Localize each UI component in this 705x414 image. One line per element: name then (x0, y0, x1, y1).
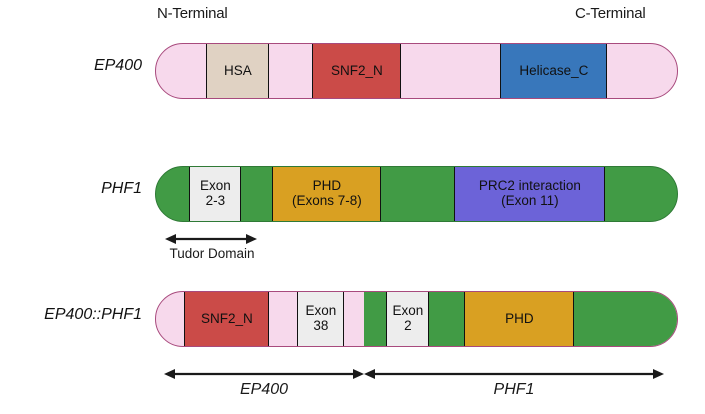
exon-2-block-label: Exon (392, 303, 424, 319)
phf1-span-label: PHF1 (493, 381, 535, 398)
protein-label-fusion: EP400::PHF1 (44, 306, 142, 323)
tudor-domain-arrow (165, 234, 257, 244)
protein-label-phf1: PHF1 (101, 180, 142, 197)
snf2n-block-label: SNF2_N (201, 310, 253, 326)
ep400-span-label: EP400 (239, 381, 289, 398)
exon-2-block[interactable]: Exon 2 (386, 292, 430, 346)
prc2-block[interactable]: PRC2 interaction (Exon 11) (454, 167, 606, 221)
exon-38-block[interactable]: Exon 38 (297, 292, 345, 346)
hsa-block-label: HSA (224, 62, 252, 78)
helicase-c-block[interactable]: Helicase_C (500, 44, 608, 98)
exon-2-3-block-label: Exon (200, 178, 231, 194)
prc2-block-label2: (Exon 11) (501, 193, 559, 209)
tudor-domain-label: Tudor Domain (169, 246, 255, 261)
ep400-span-arrow (164, 369, 364, 379)
phd-block[interactable]: PHD (Exons 7-8) (272, 167, 382, 221)
exon-2-3-block[interactable]: Exon 2-3 (189, 167, 242, 221)
exon-38-block-label2: 38 (313, 318, 329, 334)
snf2n-block[interactable]: SNF2_N (312, 44, 402, 98)
phd-block-label2: (Exons 7-8) (292, 193, 362, 209)
prc2-block-label: PRC2 interaction (478, 178, 581, 194)
phd-block[interactable]: PHD (464, 292, 575, 346)
protein-bar-fusion: SNF2_N Exon 38 Exon 2 PHD (155, 291, 678, 347)
exon-38-block-label: Exon (305, 303, 337, 319)
hsa-block[interactable]: HSA (206, 44, 270, 98)
n-terminal-label: N-Terminal (157, 5, 228, 22)
exon-2-block-label2: 2 (404, 318, 412, 334)
protein-label-ep400: EP400 (93, 57, 142, 74)
phf1-span-arrow (364, 369, 664, 379)
helicase-c-block-label: Helicase_C (519, 62, 589, 78)
snf2n-block-label: SNF2_N (331, 62, 383, 78)
protein-bar-ep400: HSA SNF2_N Helicase_C (155, 43, 678, 99)
protein-bar-phf1: Exon 2-3 PHD (Exons 7-8) PRC2 interactio… (155, 166, 678, 222)
exon-2-3-block-label2: 2-3 (205, 193, 226, 209)
c-terminal-label: C-Terminal (575, 5, 646, 22)
snf2n-block[interactable]: SNF2_N (184, 292, 270, 346)
phd-block-label: PHD (505, 310, 534, 326)
phd-block-label: PHD (312, 178, 342, 194)
